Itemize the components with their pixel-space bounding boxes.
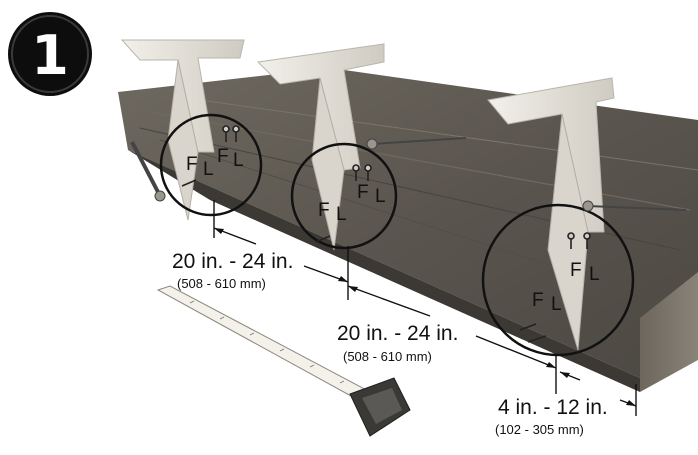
bracket-1: F L F L: [120, 39, 263, 221]
bracket-3-label-l: L: [551, 294, 562, 315]
dimension-2-main: 20 in. - 24 in.: [337, 322, 459, 345]
dimension-arrowheads: [214, 228, 636, 406]
step-number-badge: 1: [8, 12, 92, 96]
dimension-1-sub: (508 - 610 mm): [177, 276, 266, 291]
bracket-2-label-f: F: [318, 200, 330, 221]
bracket-2-label-l-upper: L: [375, 186, 386, 207]
bracket-2-label-l: L: [336, 204, 347, 225]
dimension-2-sub: (508 - 610 mm): [343, 349, 432, 364]
bracket-1-label-f-upper: F: [217, 146, 229, 167]
bracket-3-label-l-upper: L: [589, 264, 600, 285]
bracket-3-label-f-upper: F: [570, 260, 582, 281]
step-number: 1: [31, 24, 69, 87]
clamp-icon: [130, 137, 687, 212]
bracket-1-label-l-upper: L: [233, 150, 244, 171]
screw-icon: [181, 125, 591, 343]
bracket-3: F L F L: [481, 77, 635, 357]
detail-circle-3: [481, 203, 635, 357]
bracket-2: F L F L: [256, 43, 398, 251]
measuring-tape-icon: [156, 285, 411, 437]
bracket-3-label-f: F: [532, 290, 544, 311]
bracket-2-label-f-upper: F: [357, 182, 369, 203]
bracket-1-label-f: F: [186, 154, 198, 175]
dimension-3-main: 4 in. - 12 in.: [498, 396, 608, 419]
dimension-3-sub: (102 - 305 mm): [495, 422, 584, 437]
detail-circle-1: [159, 113, 263, 217]
detail-circle-2: [290, 142, 398, 250]
bracket-1-label-l: L: [203, 159, 214, 180]
wood-board: [118, 68, 698, 392]
dimension-1-main: 20 in. - 24 in.: [172, 250, 294, 273]
